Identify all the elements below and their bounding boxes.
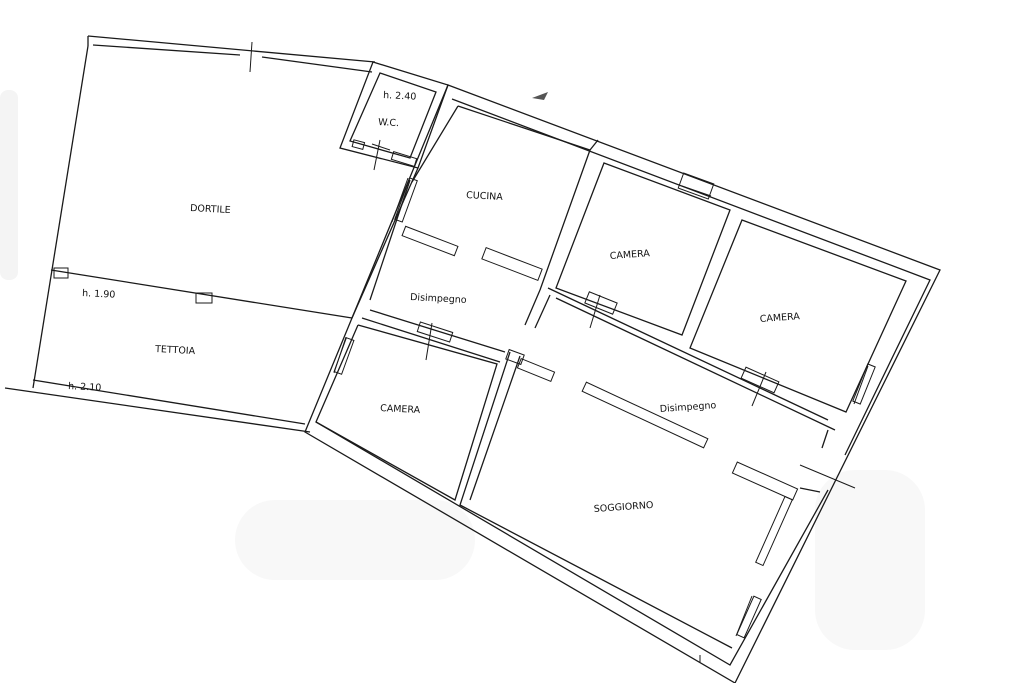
label-dortile: DORTILE: [190, 203, 231, 216]
label-height-210: h. 2.10: [68, 381, 102, 394]
openings: [333, 172, 876, 662]
label-cucina: CUCINA: [466, 190, 504, 203]
label-tettoia: TETTOIA: [154, 344, 196, 357]
label-soggiorno: SOGGIORNO: [593, 500, 653, 515]
wc-walls: [339, 61, 449, 171]
courtyard-walls: [4, 35, 376, 433]
label-height-240: h. 2.40: [383, 90, 417, 103]
house-outer-walls: [304, 84, 941, 683]
label-height-190: h. 1.90: [82, 288, 116, 301]
scan-artifacts: [0, 90, 925, 650]
label-disimpegno-upper: Disimpegno: [410, 292, 467, 306]
label-wc: W.C.: [378, 117, 400, 129]
room-labels: DORTILE TETTOIA h. 1.90 h. 2.10 h. 2.40 …: [68, 90, 801, 515]
label-camera-center: CAMERA: [609, 248, 650, 262]
label-camera-lower: CAMERA: [380, 403, 421, 416]
label-camera-right: CAMERA: [759, 311, 800, 325]
interior-walls: [315, 105, 907, 649]
label-disimpegno-lower: Disimpegno: [659, 400, 716, 415]
